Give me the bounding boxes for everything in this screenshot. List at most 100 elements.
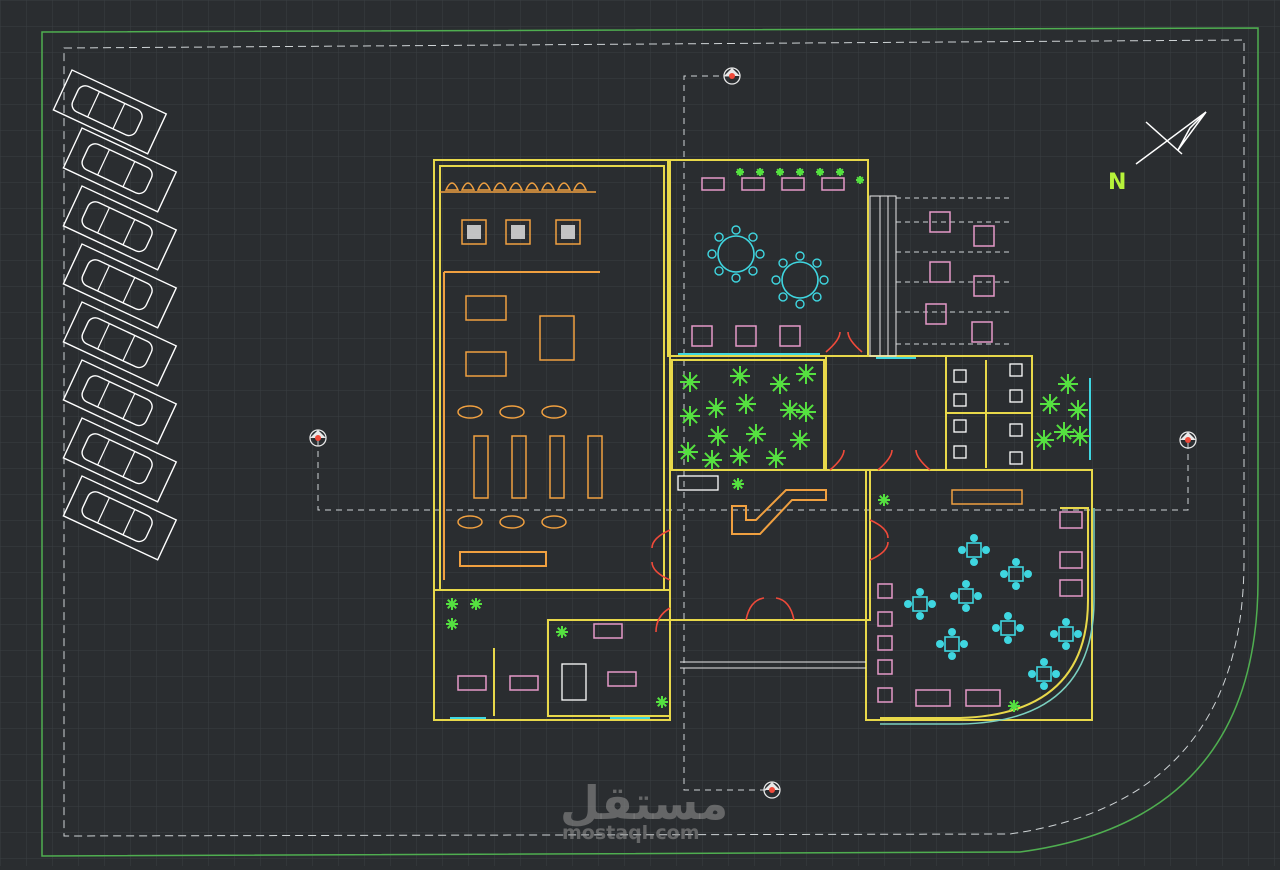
car-icon bbox=[62, 301, 178, 387]
lounge-chair-icon bbox=[499, 405, 525, 419]
plant-icon bbox=[656, 696, 668, 708]
seat-icon bbox=[476, 182, 492, 191]
desk-icon bbox=[509, 675, 539, 691]
plant-icon bbox=[776, 168, 784, 176]
dining-table-icon bbox=[701, 177, 725, 191]
outdoor-table-icon bbox=[973, 225, 995, 247]
desk-icon bbox=[593, 623, 623, 639]
stool-icon bbox=[877, 583, 893, 599]
plant-icon bbox=[746, 424, 766, 444]
plant-icon bbox=[816, 168, 824, 176]
plant-icon bbox=[1054, 422, 1074, 442]
counters bbox=[443, 271, 827, 580]
study-table-icon bbox=[505, 219, 531, 245]
toilet-icon bbox=[953, 445, 967, 459]
bench-icon bbox=[1059, 511, 1083, 529]
plant-icon bbox=[732, 478, 744, 490]
plant-icon bbox=[878, 494, 890, 506]
seat-icon bbox=[524, 182, 540, 191]
car-icon bbox=[62, 243, 178, 329]
cafe-table-icon bbox=[1028, 658, 1060, 690]
outdoor-table-icon bbox=[929, 211, 951, 233]
plant-icon bbox=[1008, 700, 1020, 712]
plant-icon bbox=[730, 366, 750, 386]
door-swing-icon bbox=[869, 519, 889, 561]
restroom-fixtures bbox=[561, 363, 1023, 701]
seat-icon bbox=[508, 182, 524, 191]
watermark-arabic: مستقل bbox=[560, 776, 729, 830]
bookshelf-icon bbox=[511, 435, 527, 499]
seat-icon bbox=[556, 182, 572, 191]
outdoor-table-icon bbox=[973, 275, 995, 297]
section-marker-icon bbox=[723, 67, 741, 85]
plant-icon bbox=[796, 402, 816, 422]
door-swing-icons bbox=[651, 331, 931, 633]
plant-icon bbox=[680, 372, 700, 392]
plant-icons bbox=[446, 168, 1090, 712]
stool-icon bbox=[877, 611, 893, 627]
plant-icon bbox=[856, 176, 864, 184]
plant-icon bbox=[1034, 430, 1054, 450]
bench-icon bbox=[965, 689, 1001, 707]
stool-icon bbox=[877, 635, 893, 651]
cafe-tables bbox=[707, 225, 1082, 690]
plant-icon bbox=[706, 398, 726, 418]
plant-icon bbox=[730, 446, 750, 466]
plant-icon bbox=[446, 598, 458, 610]
desk-icon bbox=[607, 671, 637, 687]
round-table-icon bbox=[771, 251, 829, 309]
section-marker-icon bbox=[309, 429, 327, 447]
dining-table-icon bbox=[735, 325, 757, 347]
dining-table-icon bbox=[821, 177, 845, 191]
cafe-table-icon bbox=[1000, 558, 1032, 590]
plant-icon bbox=[1068, 400, 1088, 420]
lounge-chair-icon bbox=[499, 515, 525, 529]
reading-table-icon bbox=[465, 295, 507, 321]
study-table-icon bbox=[461, 219, 487, 245]
toilet-icon bbox=[1009, 389, 1023, 403]
bench-icon bbox=[1059, 579, 1083, 597]
seat-icon bbox=[572, 182, 588, 191]
watermark-latin: mostaql.com bbox=[562, 822, 700, 844]
terrace-curve bbox=[880, 507, 1089, 719]
car-icon bbox=[62, 359, 178, 445]
study-table-icon bbox=[555, 219, 581, 245]
windows bbox=[450, 353, 1091, 719]
sofa-icon bbox=[677, 475, 719, 491]
setback-line bbox=[63, 39, 1245, 837]
terrace-curve-outer bbox=[880, 508, 1095, 725]
auditorium-seats bbox=[440, 182, 596, 193]
plant-icon bbox=[766, 448, 786, 468]
library-tables bbox=[457, 219, 603, 529]
plant-icon bbox=[1058, 374, 1078, 394]
toilet-icon bbox=[953, 419, 967, 433]
building-walls bbox=[433, 159, 1093, 721]
lounge-chair-icon bbox=[541, 405, 567, 419]
door-swing-icon bbox=[655, 607, 671, 633]
plant-icon bbox=[796, 364, 816, 384]
bench-icon bbox=[1059, 551, 1083, 569]
dining-table-icon bbox=[691, 325, 713, 347]
desk-icon bbox=[457, 675, 487, 691]
plant-icon bbox=[556, 626, 568, 638]
plant-icon bbox=[702, 450, 722, 470]
reading-table-icon bbox=[539, 315, 575, 361]
plant-icon bbox=[756, 168, 764, 176]
ramp bbox=[680, 661, 866, 669]
bench-icon bbox=[915, 689, 951, 707]
plant-icon bbox=[796, 168, 804, 176]
cafe-table-icon bbox=[904, 588, 936, 620]
section-marker-icon bbox=[1179, 431, 1197, 449]
plant-icon bbox=[1070, 426, 1090, 446]
plant-icon bbox=[836, 168, 844, 176]
door-swing-icon bbox=[745, 597, 795, 621]
plant-icon bbox=[680, 406, 700, 426]
plant-icon bbox=[446, 618, 458, 630]
toilet-icon bbox=[953, 369, 967, 383]
section-line-horizontal bbox=[317, 440, 1189, 511]
toilet-room bbox=[561, 663, 587, 701]
seat-icon bbox=[492, 182, 508, 191]
bookshelf-icon bbox=[473, 435, 489, 499]
